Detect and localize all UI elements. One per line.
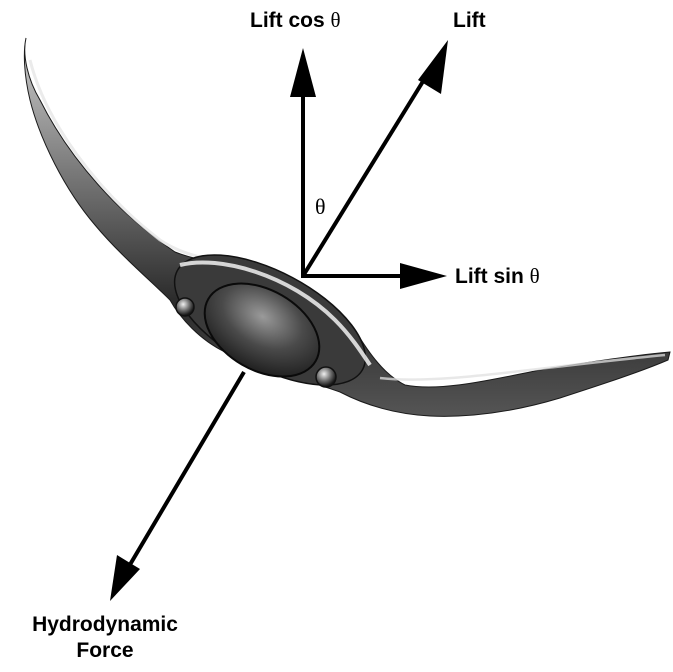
- hydrodynamic-force-line1: Hydrodynamic: [0, 612, 210, 638]
- manta-ray-left-eye: [176, 298, 194, 316]
- hydrodynamic-force-arrow-shaft: [128, 372, 244, 568]
- lift-sin-label: Lift sin θ: [455, 266, 540, 287]
- lift-label-text: Lift: [453, 9, 486, 32]
- lift-arrow-shaft: [303, 70, 430, 276]
- lift-cos-label-text: Lift cos: [250, 9, 331, 32]
- lift-sin-label-text: Lift sin: [455, 265, 530, 288]
- hydrodynamic-force-line2: Force: [0, 638, 210, 664]
- manta-ray-image: [24, 38, 670, 416]
- hydrodynamic-force-label: Hydrodynamic Force: [0, 612, 210, 664]
- lift-cos-label: Lift cos θ: [250, 10, 341, 31]
- lift-cos-arrowhead: [290, 48, 316, 97]
- theta-angle-label: θ: [315, 196, 326, 218]
- manta-ray-right-eye: [316, 367, 336, 387]
- lift-cos-theta: θ: [331, 8, 341, 32]
- lift-sin-theta: θ: [530, 264, 540, 288]
- theta-angle-text: θ: [315, 194, 326, 219]
- lift-sin-arrowhead: [400, 263, 447, 289]
- hydrodynamic-force-arrowhead: [110, 555, 140, 601]
- lift-label: Lift: [453, 10, 486, 31]
